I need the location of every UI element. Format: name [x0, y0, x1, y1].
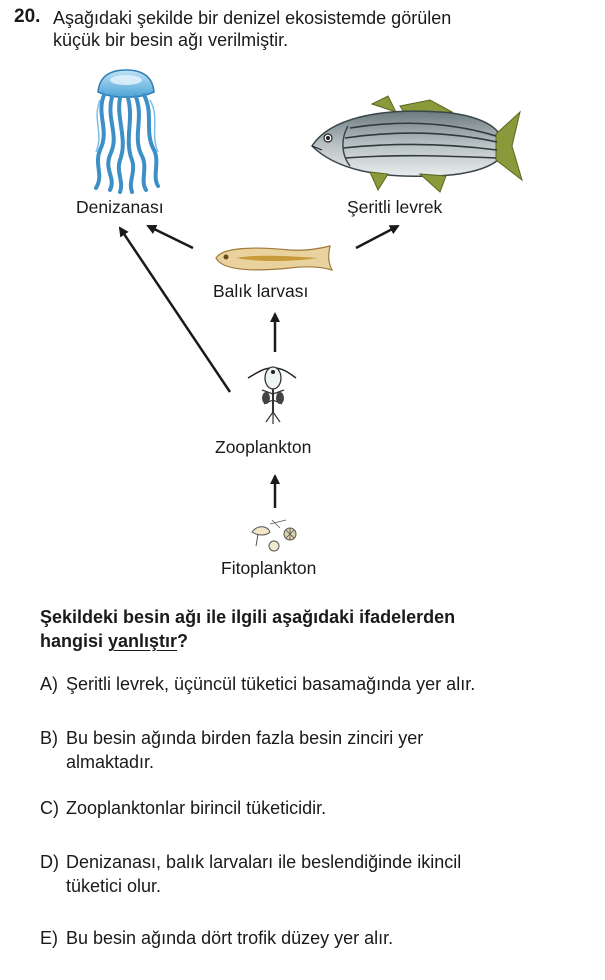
option-letter: E)	[40, 928, 58, 948]
option-d[interactable]: D) Denizanası, balık larvaları ile beslen…	[40, 850, 595, 898]
fish-larva-illustration	[215, 245, 334, 271]
question-negative-keyword: yanlıştır	[108, 631, 178, 651]
option-text-continued: tüketici olur.	[66, 876, 162, 896]
label-phytoplankton: Fitoplankton	[221, 558, 317, 578]
option-text: Bu besin ağında dört trofik düzey yer al…	[66, 928, 394, 948]
food-web-diagram	[94, 69, 523, 552]
option-text: Şeritli levrek, üçüncül tüketici basamağ…	[66, 674, 476, 694]
option-a[interactable]: A) Şeritli levrek, üçüncül tüketici basam…	[40, 672, 595, 696]
intro-line-1: Aşağıdaki şekilde bir denizel ekosistemd…	[53, 8, 452, 28]
question-line-1: Şekildeki besin ağı ile ilgili aşağıdaki…	[40, 607, 456, 627]
arrow-zooplankton-to-jellyfish	[118, 226, 232, 393]
question-intro: Aşağıdaki şekilde bir denizel ekosistemd…	[53, 7, 593, 51]
intro-line-2: küçük bir besin ağı verilmiştir.	[53, 30, 289, 50]
zooplankton-illustration	[247, 366, 297, 424]
label-zooplankton: Zooplankton	[215, 437, 312, 457]
option-text: Denizanası, balık larvaları ile beslendi…	[66, 852, 462, 872]
option-c[interactable]: C) Zooplanktonlar birincil tüketicidir.	[40, 796, 595, 820]
option-b[interactable]: B) Bu besin ağında birden fazla besin zin…	[40, 726, 595, 774]
jellyfish-illustration	[94, 69, 160, 194]
option-letter: C)	[40, 798, 59, 818]
option-letter: D)	[40, 852, 59, 872]
option-e[interactable]: E) Bu besin ağında dört trofik düzey yer …	[40, 926, 595, 950]
option-text-continued: almaktadır.	[66, 752, 155, 772]
label-fish-larva: Balık larvası	[213, 281, 309, 301]
phytoplankton-illustration	[251, 519, 297, 552]
question-number: 20.	[14, 6, 41, 27]
question-pre: hangisi	[40, 631, 109, 651]
question-mark: ?	[177, 631, 189, 651]
label-jellyfish: Denizanası	[76, 197, 164, 217]
label-striped-bass: Şeritli levrek	[347, 197, 443, 217]
option-text: Bu besin ağında birden fazla besin zinci…	[66, 728, 424, 748]
question-line-2: hangisi yanlıştır?	[40, 629, 585, 653]
striped-bass-illustration	[311, 95, 523, 193]
arrow-larva-to-jellyfish	[146, 224, 194, 250]
arrow-larva-to-bass	[355, 224, 400, 250]
option-letter: B)	[40, 728, 58, 748]
question-stem: Şekildeki besin ağı ile ilgili aşağıdaki…	[40, 605, 585, 653]
option-letter: A)	[40, 674, 58, 694]
option-text: Zooplanktonlar birincil tüketicidir.	[66, 798, 327, 818]
